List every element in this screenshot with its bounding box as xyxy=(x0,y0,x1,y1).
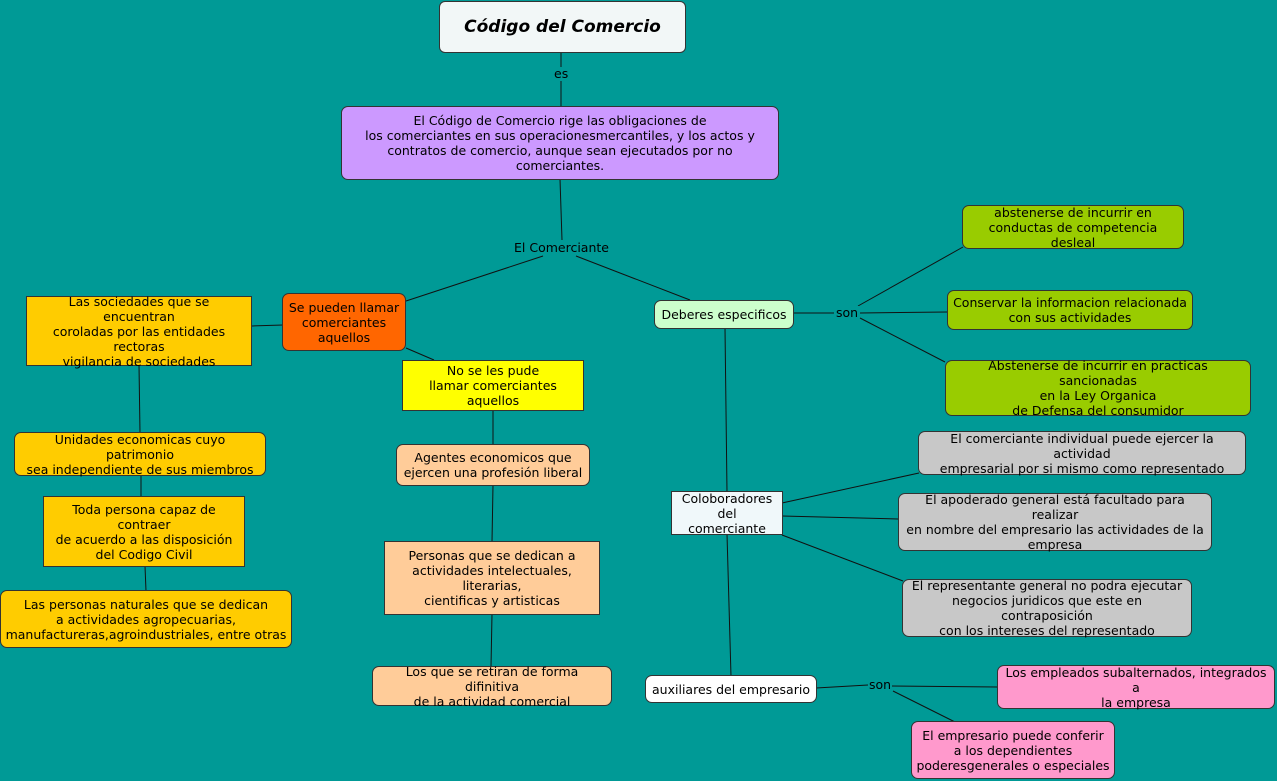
auxiliar-empleados-subalternados: Los empleados subalternados, integrados … xyxy=(997,665,1275,710)
deber-practicas-sancionadas: Abstenerse de incurrir en practicas sanc… xyxy=(945,358,1251,418)
auxiliares-node: auxiliares del empresario xyxy=(645,675,817,703)
link-label-son-auxiliares: son xyxy=(868,677,893,692)
auxiliar-empresario-conferir: El empresario puede conferir a los depen… xyxy=(911,721,1115,779)
colaborador-comerciante-individual: El comerciante individual puede ejercer … xyxy=(918,431,1246,476)
link-label-el-comerciante: El Comerciante xyxy=(513,240,610,255)
definition-node: El Código de Comercio rige las obligacio… xyxy=(341,106,779,180)
left-item-toda-persona: Toda persona capaz de contraer de acuerd… xyxy=(43,496,245,567)
colaborador-representante-general: El representante general no podra ejecut… xyxy=(902,578,1192,638)
cannot-be-merchants-node: No se les pude llamar comerciantes aquel… xyxy=(402,360,584,411)
left-item-unidades-economicas: Unidades economicas cuyo patrimonio sea … xyxy=(14,432,266,477)
can-be-merchants-node: Se pueden llamar comerciantes aquellos xyxy=(282,293,406,351)
colaboradores-node: Coloboradores del comerciante xyxy=(671,491,783,536)
link-label-son-deberes: son xyxy=(835,305,860,320)
middle-item-personas-intelectuales: Personas que se dedican a actividades in… xyxy=(384,541,600,615)
left-item-personas-naturales: Las personas naturales que se dedican a … xyxy=(0,590,292,648)
deberes-especificos-node: Deberes especificos xyxy=(654,300,794,329)
colaborador-apoderado-general: El apoderado general está facultado para… xyxy=(898,492,1212,552)
deber-conservar-informacion: Conservar la informacion relacionada con… xyxy=(947,290,1193,330)
middle-item-retiran: Los que se retiran de forma difinitiva d… xyxy=(372,664,612,709)
link-label-es: es xyxy=(553,66,570,81)
deber-competencia-desleal: abstenerse de incurrir en conductas de c… xyxy=(962,205,1184,250)
title-node: Código del Comercio xyxy=(439,1,686,53)
left-item-sociedades: Las sociedades que se encuentran corolad… xyxy=(26,294,252,369)
middle-item-agentes-economicos: Agentes economicos que ejercen una profe… xyxy=(396,444,590,486)
